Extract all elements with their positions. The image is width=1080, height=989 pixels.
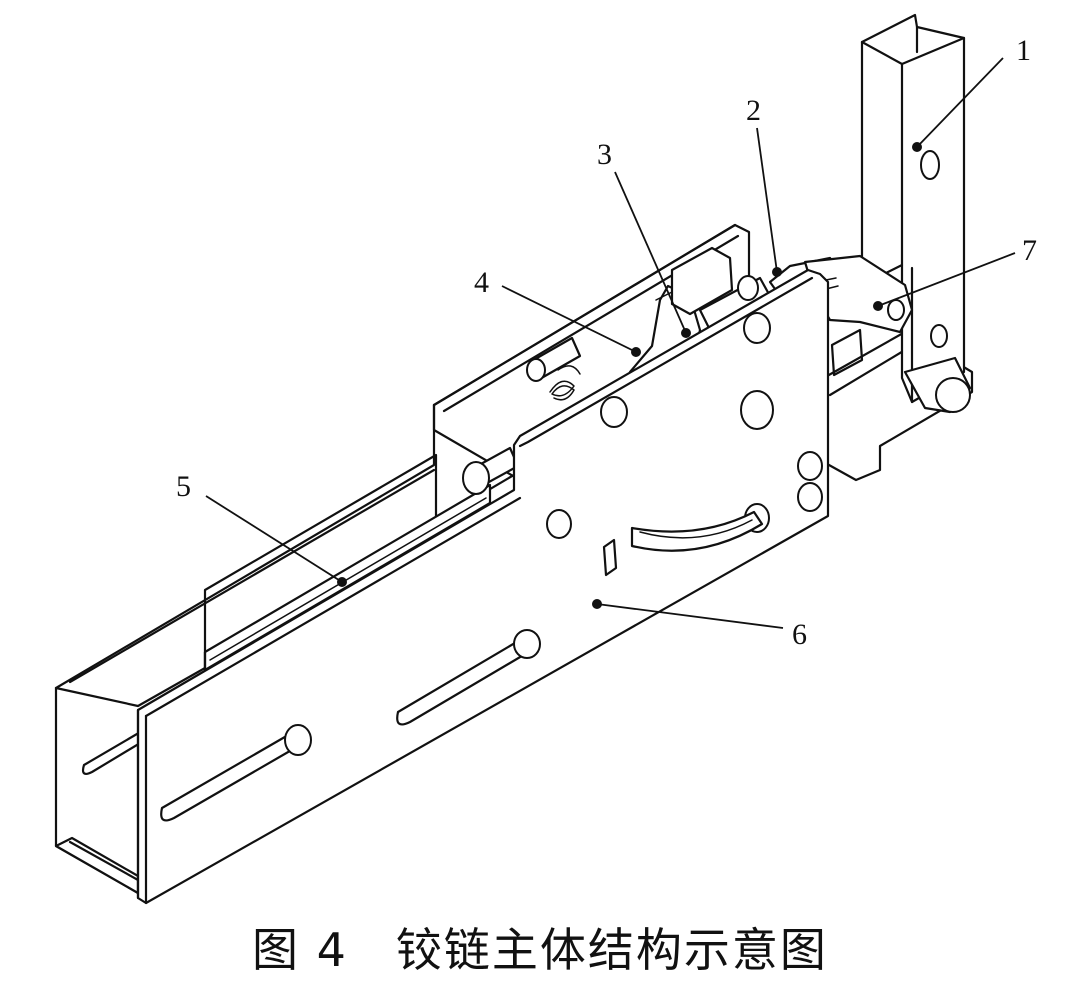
callout-6: 6 — [592, 599, 807, 651]
main-plate — [136, 268, 830, 905]
callout-label-2: 2 — [746, 94, 761, 127]
callout-3: 3 — [597, 138, 691, 338]
link-block — [670, 246, 772, 332]
callout-label-6: 6 — [792, 618, 807, 651]
hinge-barrel — [903, 356, 972, 414]
callout-7: 7 — [873, 234, 1037, 311]
callout-label-5: 5 — [176, 470, 191, 503]
callout-1: 1 — [912, 34, 1031, 152]
vertical-post — [860, 13, 966, 404]
torsion-spring — [549, 365, 581, 401]
figure-caption: 图 4 铰链主体结构示意图 — [252, 923, 828, 977]
callout-5: 5 — [176, 470, 347, 587]
callout-label-4: 4 — [474, 266, 489, 299]
callout-label-7: 7 — [1022, 234, 1037, 267]
pin-upper — [526, 336, 582, 382]
callout-2: 2 — [746, 94, 782, 277]
callout-label-3: 3 — [597, 138, 612, 171]
callout-label-1: 1 — [1016, 34, 1031, 67]
callout-4: 4 — [474, 266, 641, 357]
